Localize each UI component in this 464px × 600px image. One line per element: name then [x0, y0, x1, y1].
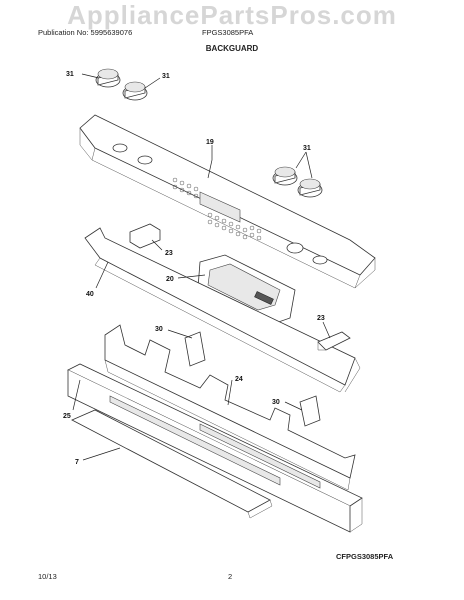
callout-trim: 40	[86, 291, 94, 298]
callout-panel: 24	[235, 376, 243, 383]
diagram-code: CFPGS3085PFA	[336, 552, 394, 561]
shield-part[interactable]	[71, 409, 273, 519]
callout-shield: 7	[75, 459, 79, 466]
panel-part[interactable]	[104, 324, 356, 491]
bracket-lower-part[interactable]	[317, 331, 351, 351]
callout-control-board: 20	[166, 276, 174, 283]
callout-knob-b: 31	[162, 73, 170, 80]
knob-part-b[interactable]	[122, 81, 148, 101]
knob-part-c[interactable]	[272, 166, 323, 198]
model-number: FPGS3085PFA	[202, 28, 254, 37]
trim-part[interactable]	[84, 227, 361, 393]
callout-knob-a: 31	[66, 71, 74, 78]
callout-backguard: 19	[206, 139, 214, 146]
bracket-upper-part[interactable]	[129, 223, 161, 249]
publication-number: Publication No: 5995639076	[38, 28, 133, 37]
support-left-part[interactable]	[184, 331, 206, 367]
control-board-part[interactable]	[197, 254, 296, 326]
back-panel-part[interactable]	[67, 363, 363, 533]
callout-bracket-upper: 23	[165, 250, 173, 257]
callout-back-panel: 25	[63, 413, 71, 420]
keypad	[172, 177, 262, 241]
site-watermark: AppliancePartsPros.com	[67, 0, 397, 30]
callout-knob-c: 31	[303, 145, 311, 152]
callout-bracket-lower: 23	[317, 315, 325, 322]
callout-support-right: 30	[272, 399, 280, 406]
section-title: BACKGUARD	[205, 44, 259, 53]
callout-support-left: 30	[155, 326, 163, 333]
page-number: 2	[228, 572, 233, 581]
support-right-part[interactable]	[299, 395, 321, 427]
knob-part-a[interactable]	[95, 68, 121, 88]
backguard-panel[interactable]	[79, 114, 376, 289]
footer-date: 10/13	[38, 572, 57, 581]
leader-lines	[72, 73, 331, 461]
